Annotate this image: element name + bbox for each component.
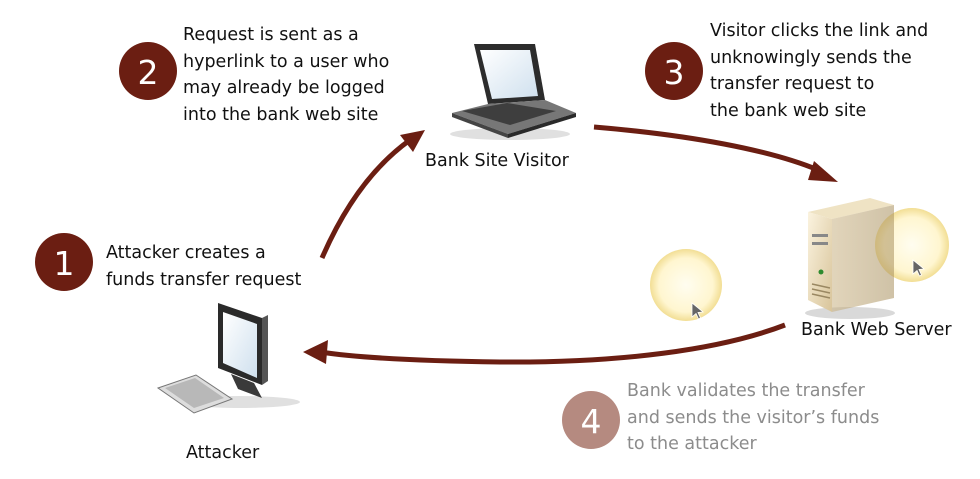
click-highlight-left <box>650 249 722 321</box>
arrow-server-to-attacker <box>319 322 786 365</box>
step-3-badge: 3 <box>645 42 703 100</box>
step-1-badge: 1 <box>35 233 93 291</box>
arrow-head-3 <box>303 340 328 364</box>
laptop-icon <box>450 44 576 140</box>
arrow-attacker-to-visitor <box>319 137 412 259</box>
desktop-computer-icon <box>156 303 300 414</box>
step-2-badge: 2 <box>119 42 177 100</box>
arrow-visitor-to-server <box>593 124 819 173</box>
step-4-badge: 4 <box>562 391 620 449</box>
attacker-label: Attacker <box>186 443 260 463</box>
server-label: Bank Web Server <box>801 320 952 340</box>
cursor-icon <box>912 259 926 277</box>
step-3-text: Visitor clicks the link and unknowingly … <box>710 21 929 121</box>
svg-text:2: 2 <box>138 53 159 92</box>
step-4-text: Bank validates the transfer and sends th… <box>627 381 880 454</box>
svg-text:3: 3 <box>664 53 685 92</box>
step-1-text: Attacker creates a funds transfer reques… <box>106 243 302 290</box>
server-icon <box>805 198 895 319</box>
svg-text:4: 4 <box>581 402 602 441</box>
arrow-head-1 <box>400 130 425 152</box>
arrow-head-2 <box>808 161 838 182</box>
visitor-label: Bank Site Visitor <box>425 151 569 171</box>
step-2-text: Request is sent as a hyperlink to a user… <box>183 25 390 125</box>
cursor-icon <box>691 302 705 320</box>
svg-text:1: 1 <box>54 244 75 283</box>
